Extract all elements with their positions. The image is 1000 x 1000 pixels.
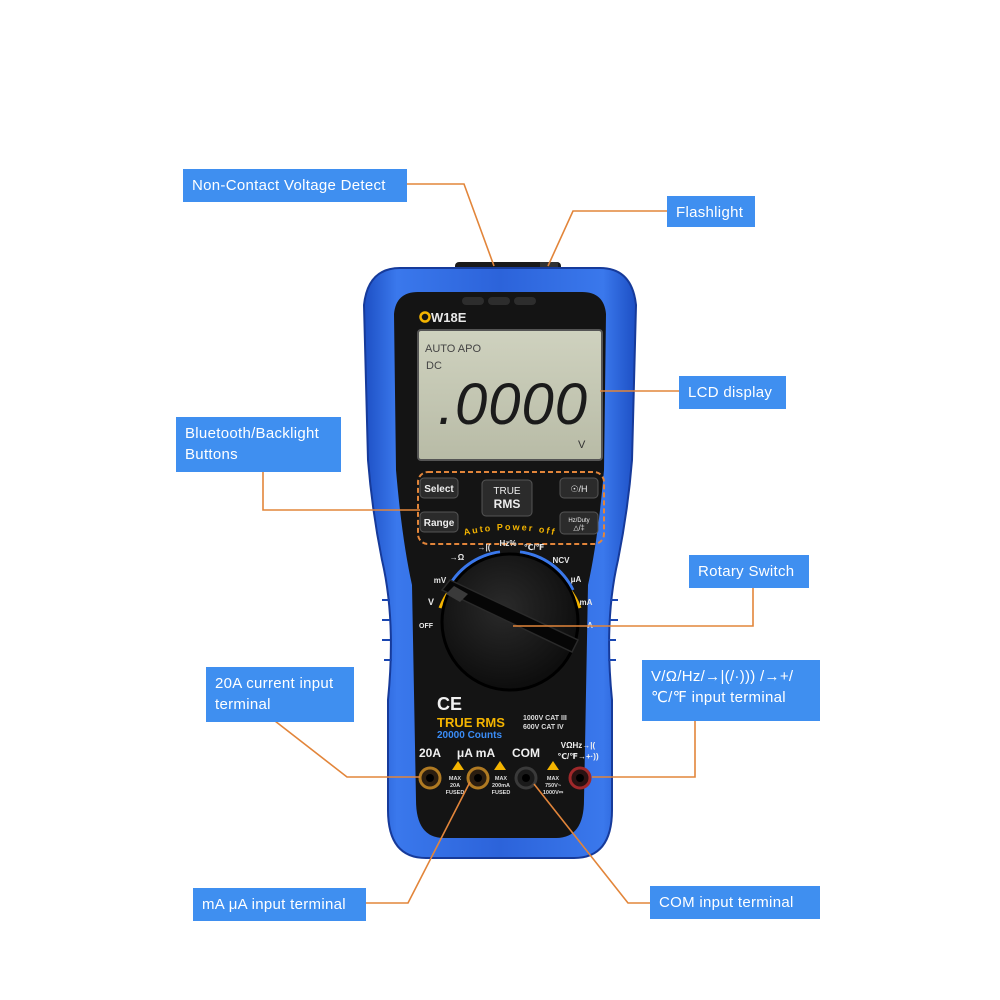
callout-v-ohm-terminal: V/Ω/Hz/→|(/·))) /→+/ ℃/℉ input terminal (642, 660, 820, 721)
rating-20a-max: MAX (449, 776, 462, 782)
svg-text:Select: Select (424, 484, 454, 495)
svg-text:Hz/Duty: Hz/Duty (568, 518, 589, 524)
lcd-indicator-dc: DC (426, 360, 442, 372)
rotary-pointer-bar (440, 579, 580, 653)
callout-com-text: COM input terminal (659, 894, 794, 911)
cat-rating-line2: 600V CAT IV (523, 724, 564, 731)
rating-20a-fused: FUSED (446, 790, 465, 796)
lcd-reading: .0000 (438, 372, 588, 437)
rotary-switch[interactable] (440, 552, 580, 692)
leader-flashlight (547, 210, 667, 267)
jack-v-ohm[interactable] (568, 766, 592, 790)
multimeter: W18E AUTO APO DC .0000 V Select TRUE RMS… (362, 262, 638, 859)
brand-logo-icon (419, 311, 431, 323)
callout-bluetooth-line2: Buttons (185, 446, 238, 463)
svg-text:Range: Range (424, 518, 455, 529)
terminal-label-v-ohm-line2: ℃/℉→+·)) (557, 752, 599, 761)
callout-20a-terminal: 20A current input terminal (206, 667, 354, 722)
dial-label-v: V (428, 597, 434, 607)
callout-bluetooth-backlight: Bluetooth/Backlight Buttons (176, 417, 341, 472)
leader-ma-ua (366, 781, 471, 904)
jack-com[interactable] (514, 766, 538, 790)
svg-text:TRUE: TRUE (493, 486, 521, 497)
callout-v-ohm-line2: ℃/℉ input terminal (651, 689, 786, 706)
dial-label-capacitance: →|( (478, 543, 491, 552)
callout-rotary-switch: Rotary Switch (689, 555, 809, 588)
model-name: W18E (431, 310, 467, 325)
flashlight-lens (540, 262, 558, 270)
callout-ma-ua-text: mA μA input terminal (202, 896, 346, 913)
rating-ma-max: MAX (495, 776, 508, 782)
select-button[interactable]: Select (419, 477, 459, 499)
callout-lcd-text: LCD display (688, 384, 773, 401)
rating-20a-value: 20A (450, 783, 460, 789)
callout-20a-line1: 20A current input (215, 675, 334, 692)
leader-20a (274, 720, 420, 778)
light-hold-button[interactable]: ☉/H (559, 477, 599, 499)
leader-lines (262, 183, 754, 904)
svg-text:RMS: RMS (494, 497, 521, 511)
dial-label-temperature: ℃/℉ (524, 543, 545, 552)
callout-lcd-display: LCD display (679, 376, 786, 409)
leader-v-ohm (592, 721, 696, 778)
svg-text:☉/H: ☉/H (570, 484, 587, 494)
range-button[interactable]: Range (419, 511, 459, 533)
lcd-unit: V (578, 439, 586, 451)
callout-v-ohm-line1: V/Ω/Hz/→|(/·))) /→+/ (651, 668, 794, 685)
svg-text:△/‡: △/‡ (573, 525, 584, 532)
rating-ma-value: 200mA (492, 783, 510, 789)
lcd-display (417, 329, 603, 461)
leader-rotary (513, 588, 754, 627)
terminal-label-v-ohm-line1: VΩHz→|( (561, 741, 596, 750)
terminal-label-com: COM (512, 746, 540, 760)
rotary-pointer-tip (446, 586, 468, 602)
button-panel-outline (417, 471, 605, 545)
cat-rating-line1: 1000V CAT III (523, 715, 567, 722)
callout-flashlight-text: Flashlight (676, 204, 744, 221)
jack-20a[interactable] (418, 766, 442, 790)
dial-label-diode: →Ω (450, 553, 465, 562)
dial-label-ma: mA (580, 598, 593, 607)
rating-ma-fused: FUSED (492, 790, 511, 796)
leader-bluetooth (262, 472, 420, 511)
dial-label-ua: μA (571, 575, 582, 584)
dial-label-hz: Hz% (500, 539, 517, 548)
grip-ridges (382, 599, 618, 661)
dial-label-ncv: NCV (553, 556, 571, 565)
dial-label-mv: mV (434, 576, 447, 585)
leader-ncv (406, 183, 495, 267)
dial-label-off: OFF (419, 623, 434, 630)
counts-label: 20000 Counts (437, 730, 502, 741)
true-rms-button[interactable]: TRUE RMS (481, 479, 533, 517)
callout-rotary-text: Rotary Switch (698, 563, 795, 580)
callout-ncv-text: Non-Contact Voltage Detect (192, 177, 386, 194)
ce-mark: CE (437, 694, 462, 714)
callout-ncv: Non-Contact Voltage Detect (183, 169, 407, 202)
true-rms-label: TRUE RMS (437, 715, 505, 730)
rating-v-dc: 1000V⎓ (543, 790, 564, 796)
rating-v-max: MAX (547, 776, 560, 782)
terminal-label-20a: 20A (419, 746, 441, 760)
lcd-indicator-auto-apo: AUTO APO (425, 343, 481, 355)
terminal-label-ua-ma: μA mA (457, 746, 496, 760)
jack-ua-ma[interactable] (466, 766, 490, 790)
callout-ma-ua-terminal: mA μA input terminal (193, 888, 366, 921)
warning-triangle-icons (452, 761, 559, 770)
hz-duty-button[interactable]: Hz/Duty △/‡ (559, 511, 599, 535)
dial-ring-blue-right (519, 550, 575, 591)
callout-flashlight: Flashlight (667, 196, 755, 227)
callout-bluetooth-line1: Bluetooth/Backlight (185, 425, 320, 442)
leader-com (533, 783, 650, 904)
rating-v-ac: 750V~ (545, 783, 561, 789)
callout-com-terminal: COM input terminal (650, 886, 820, 919)
callout-20a-line2: terminal (215, 696, 271, 713)
